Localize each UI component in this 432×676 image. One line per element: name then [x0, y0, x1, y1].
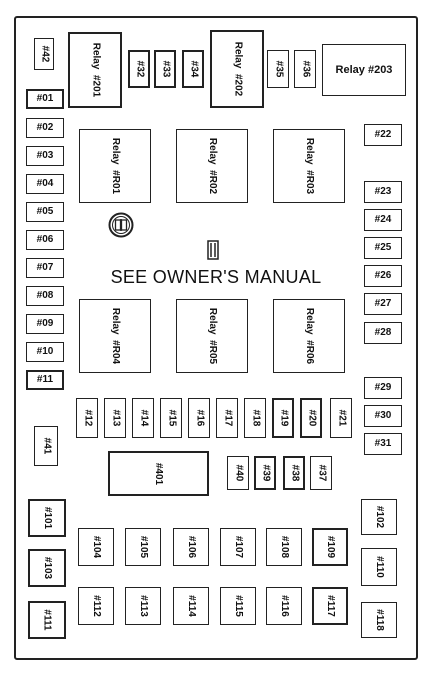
fuse-19: #19 [272, 398, 294, 438]
fuse-09: #09 [26, 314, 64, 334]
fuse-114: #114 [173, 587, 209, 625]
fuse-104: #104 [78, 528, 114, 566]
fuse-34-label: #34 [188, 60, 199, 78]
fuse-35: #35 [267, 50, 289, 88]
fuse-05: #05 [26, 202, 64, 222]
fuse-23: #23 [364, 181, 402, 203]
relay-r05: Relay #R05 [176, 299, 248, 373]
fuse-36-label: #36 [300, 60, 311, 78]
fuse-37: #37 [310, 456, 332, 490]
fuse-06: #06 [26, 230, 64, 250]
relay-r02-label: Relay #R02 [207, 137, 218, 195]
fuse-15: #15 [160, 398, 182, 438]
fuse-18: #18 [244, 398, 266, 438]
fuse-02: #02 [26, 118, 64, 138]
relay-r06: Relay #R06 [273, 299, 345, 373]
fuse-33-label: #33 [160, 60, 171, 78]
relay-r01: Relay #R01 [79, 129, 151, 203]
fuse-401: #401 [108, 451, 209, 496]
relay-201: Relay #201 [68, 32, 122, 108]
fuse-103: #103 [28, 549, 66, 587]
fuse-30: #30 [364, 405, 402, 427]
fuse-08: #08 [26, 286, 64, 306]
fuse-panel-outline [14, 16, 418, 660]
fuse-puller-icon [207, 240, 219, 260]
fuse-115: #115 [220, 587, 256, 625]
fuse-01: #01 [26, 89, 64, 109]
fuse-35-label: #35 [273, 60, 284, 78]
relay-r06-label: Relay #R06 [304, 307, 315, 365]
fuse-34: #34 [182, 50, 204, 88]
fuse-28: #28 [364, 322, 402, 344]
fuse-117: #117 [312, 587, 348, 625]
fuse-42-label: #42 [39, 45, 50, 63]
fuse-16: #16 [188, 398, 210, 438]
fuse-21: #21 [330, 398, 352, 438]
relay-202: Relay #202 [210, 30, 264, 108]
relay-203: Relay #203 [322, 44, 406, 96]
relay-r04: Relay #R04 [79, 299, 151, 373]
relay-r05-label: Relay #R05 [207, 307, 218, 365]
see-owners-manual-text: SEE OWNER'S MANUAL [110, 267, 322, 287]
fuse-110: #110 [361, 548, 397, 586]
fuse-118: #118 [361, 602, 397, 638]
relay-r03-label: Relay #R03 [304, 137, 315, 195]
fuse-32-label: #32 [134, 60, 145, 78]
fuse-105: #105 [125, 528, 161, 566]
relay-r01-label: Relay #R01 [110, 137, 121, 195]
fuse-401-label: #401 [153, 462, 165, 485]
relay-203-label: Relay #203 [335, 63, 393, 76]
fuse-41: #41 [34, 426, 58, 466]
fuse-03: #03 [26, 146, 64, 166]
fuse-26: #26 [364, 265, 402, 287]
fuse-13: #13 [104, 398, 126, 438]
fuse-25: #25 [364, 237, 402, 259]
fuse-113: #113 [125, 587, 161, 625]
fuse-107: #107 [220, 528, 256, 566]
fuse-11: #11 [26, 370, 64, 390]
manual-book-icon [108, 212, 134, 238]
fuse-24: #24 [364, 209, 402, 231]
fuse-20: #20 [300, 398, 322, 438]
fuse-36: #36 [294, 50, 316, 88]
fuse-101: #101 [28, 499, 66, 537]
fuse-38: #38 [283, 456, 305, 490]
fuse-17: #17 [216, 398, 238, 438]
fuse-14: #14 [132, 398, 154, 438]
relay-r03: Relay #R03 [273, 129, 345, 203]
fuse-31: #31 [364, 433, 402, 455]
fuse-39: #39 [254, 456, 276, 490]
relay-r02: Relay #R02 [176, 129, 248, 203]
fuse-102: #102 [361, 499, 397, 535]
fuse-27: #27 [364, 293, 402, 315]
fuse-04: #04 [26, 174, 64, 194]
fuse-22: #22 [364, 124, 402, 146]
fuse-112: #112 [78, 587, 114, 625]
relay-r04-label: Relay #R04 [110, 307, 121, 365]
fuse-10: #10 [26, 342, 64, 362]
fuse-33: #33 [154, 50, 176, 88]
relay-202-label: Relay #202 [232, 41, 243, 97]
fuse-42: #42 [34, 38, 54, 70]
fuse-111: #111 [28, 601, 66, 639]
fuse-40: #40 [227, 456, 249, 490]
fuse-116: #116 [266, 587, 302, 625]
fuse-106: #106 [173, 528, 209, 566]
relay-201-label: Relay #201 [90, 42, 101, 98]
fuse-109: #109 [312, 528, 348, 566]
fuse-12: #12 [76, 398, 98, 438]
fuse-29: #29 [364, 377, 402, 399]
fuse-32: #32 [128, 50, 150, 88]
fuse-108: #108 [266, 528, 302, 566]
fuse-07: #07 [26, 258, 64, 278]
